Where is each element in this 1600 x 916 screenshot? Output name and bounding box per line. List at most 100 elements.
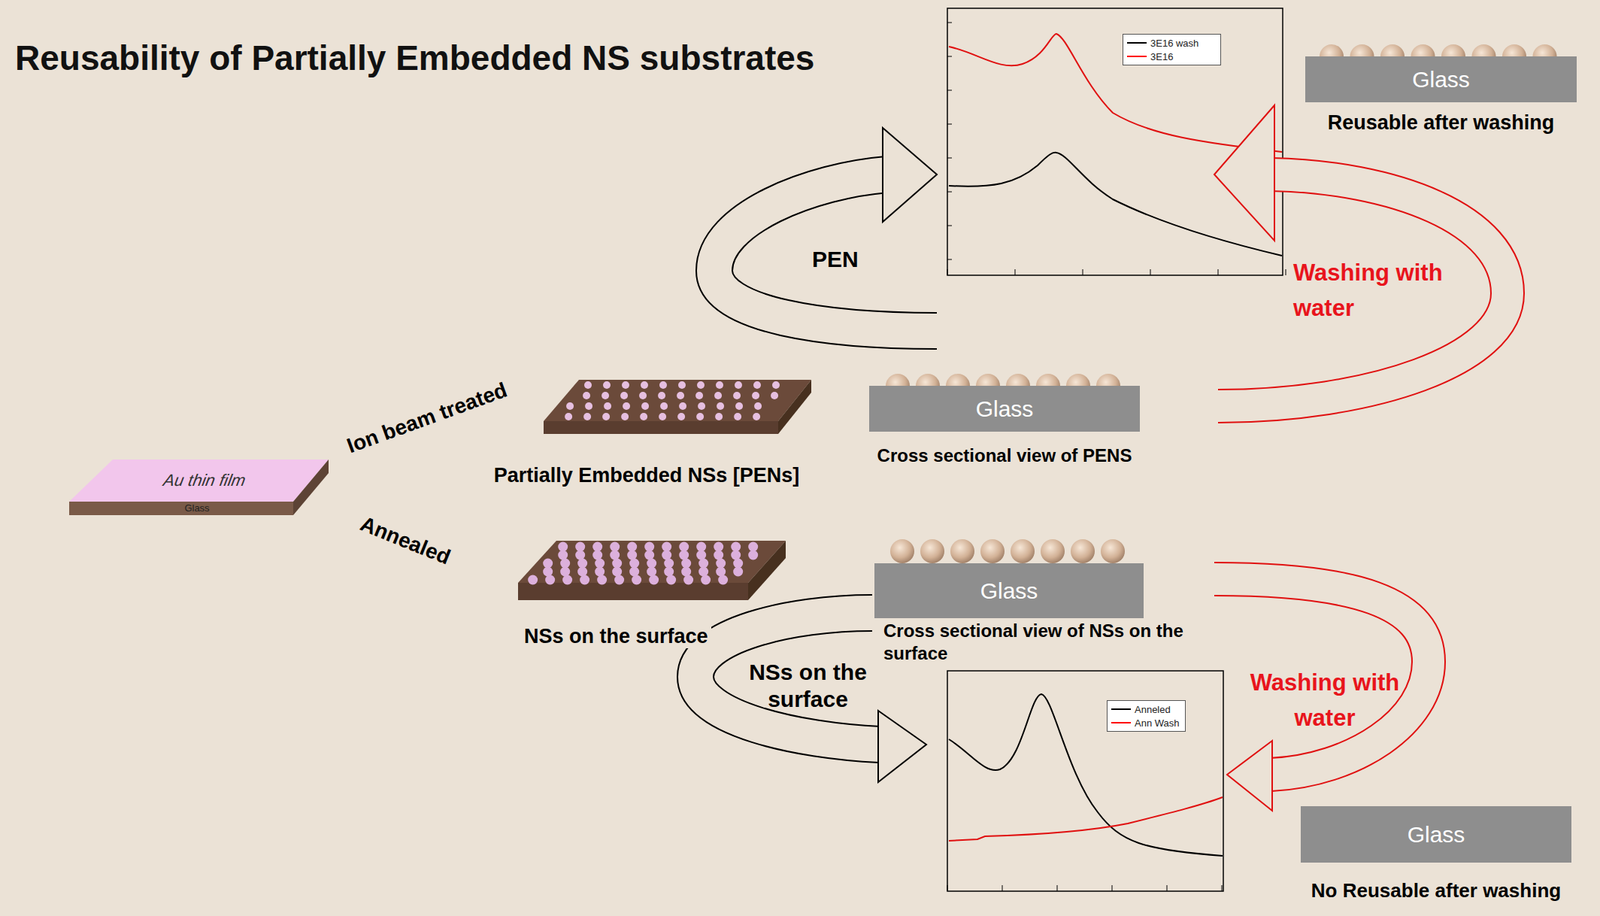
legend-text: Anneled [1134,703,1171,716]
nanoparticle-dot [715,381,724,389]
tick [1221,884,1223,891]
legend-row: 3E16 [1127,49,1217,64]
sample-slab: Partially Embedded NSs [PENs] [466,379,828,500]
slab-side [778,379,812,434]
nanoparticle-dot [602,412,610,421]
nanoparticle-dot [620,391,628,400]
nanoparticle-dot [678,402,687,410]
legend-swatch [1111,708,1131,710]
node-caption: Cross sectional view of PENS [877,445,1133,467]
chart-frame [947,670,1224,891]
nanoparticle-dot [663,566,674,577]
tick [947,191,952,193]
nanoparticle-dot [713,550,724,561]
nanoparticle-dot [562,575,573,585]
nanoparticle-dot [601,391,610,400]
process-arrow [695,612,880,745]
nanoparticle-dot [714,391,722,400]
nanoparticle-dot [644,550,655,561]
glass-substrate: GlassReusable after washing [1305,56,1577,103]
nanoparticle-dot [658,412,667,421]
nanoparticle-dot [748,550,758,561]
nanoparticle-dot [640,381,649,389]
nanosphere [920,539,945,564]
nanoparticle-dot [579,575,590,585]
nanoparticle-dot [695,391,704,400]
nanoparticle-dot [657,391,666,400]
chart-frame [947,8,1283,276]
slab-side [518,582,749,600]
nanoparticle-dot [629,566,640,577]
nanoparticle-dot [733,566,743,577]
annotation: Washing with water [1234,665,1416,736]
slab-side [543,421,779,434]
legend-row: 3E16 wash [1127,36,1217,50]
nanoparticle-dot [542,566,553,577]
nanoparticle-dot [566,402,574,410]
nanoparticle-dot [700,575,711,585]
nanosphere [980,539,1005,564]
node-caption: Cross sectional view of NSs on the surfa… [883,619,1207,665]
node-caption: Reusable after washing [1327,111,1555,135]
tick [1002,884,1004,891]
nanosphere [1070,539,1095,564]
annotation: Ion beam treated [343,378,510,459]
nanoparticle-dot [639,391,647,400]
node-label: Au thin film [120,470,290,491]
annotation: NSs on the surface [738,658,878,713]
nanosphere [890,539,915,564]
nanoparticle-dot [754,402,762,410]
chart-legend: AnneledAnn Wash [1106,700,1186,732]
nanoparticle-dot [660,402,668,410]
nanoparticle-dot [734,381,743,389]
arrow-head [878,710,927,782]
legend-swatch [1127,55,1147,58]
nanoparticle-dot [627,550,637,561]
nanoparticle-dot [772,381,780,389]
spectrum-red [948,796,1223,841]
nanosphere [1040,539,1065,564]
tick [1082,269,1084,276]
tick [947,157,952,159]
nanoparticle-dot [676,391,685,400]
glass-substrate: GlassNo Reusable after washing [1300,806,1572,863]
washing-arrow [1214,578,1429,775]
tick [1285,269,1287,276]
nanoparticle-dot [733,412,742,421]
nanoparticle-dot [564,412,573,421]
tick [947,90,952,91]
slab-side [293,459,329,516]
nanosphere [1100,539,1125,564]
legend-text: 3E16 [1150,51,1173,63]
nanoparticle-dot [681,566,691,577]
nanoparticle-dot [582,391,591,400]
tick [1218,269,1219,276]
nanoparticle-dot [631,575,642,585]
slab-side [69,501,294,516]
glass-substrate: GlassCross sectional view of PENS [869,385,1140,432]
nanoparticle-dot [603,381,611,389]
legend-text: 3E16 wash [1150,37,1199,49]
sample-slab: Au thin filmGlass [69,459,329,516]
nanospheres [885,44,1558,564]
nanoparticle-dot [596,575,607,585]
arrow-head [882,127,937,222]
nanoparticle-dot [677,412,685,421]
nanoparticle-dot [696,381,705,389]
tick [1057,884,1058,891]
slab-side [748,540,786,600]
nanoparticle-dot [697,402,706,410]
glass-substrate: GlassCross sectional view of NSs on the … [874,563,1144,619]
tick [1166,884,1168,891]
washing-arrow [1214,578,1429,775]
chart-legend: 3E16 wash 3E16 [1122,33,1222,66]
nanoparticle-dot [751,391,760,400]
nanoparticle-dot [753,381,761,389]
title: Reusability of Partially Embedded NS sub… [15,37,815,79]
nanoparticle-dot [614,575,625,585]
tick [1112,884,1113,891]
nanoparticle-dot [609,550,620,561]
nanoparticle-dot [735,402,743,410]
nanoparticle-dot [557,550,568,561]
nanoparticle-dot [661,550,672,561]
